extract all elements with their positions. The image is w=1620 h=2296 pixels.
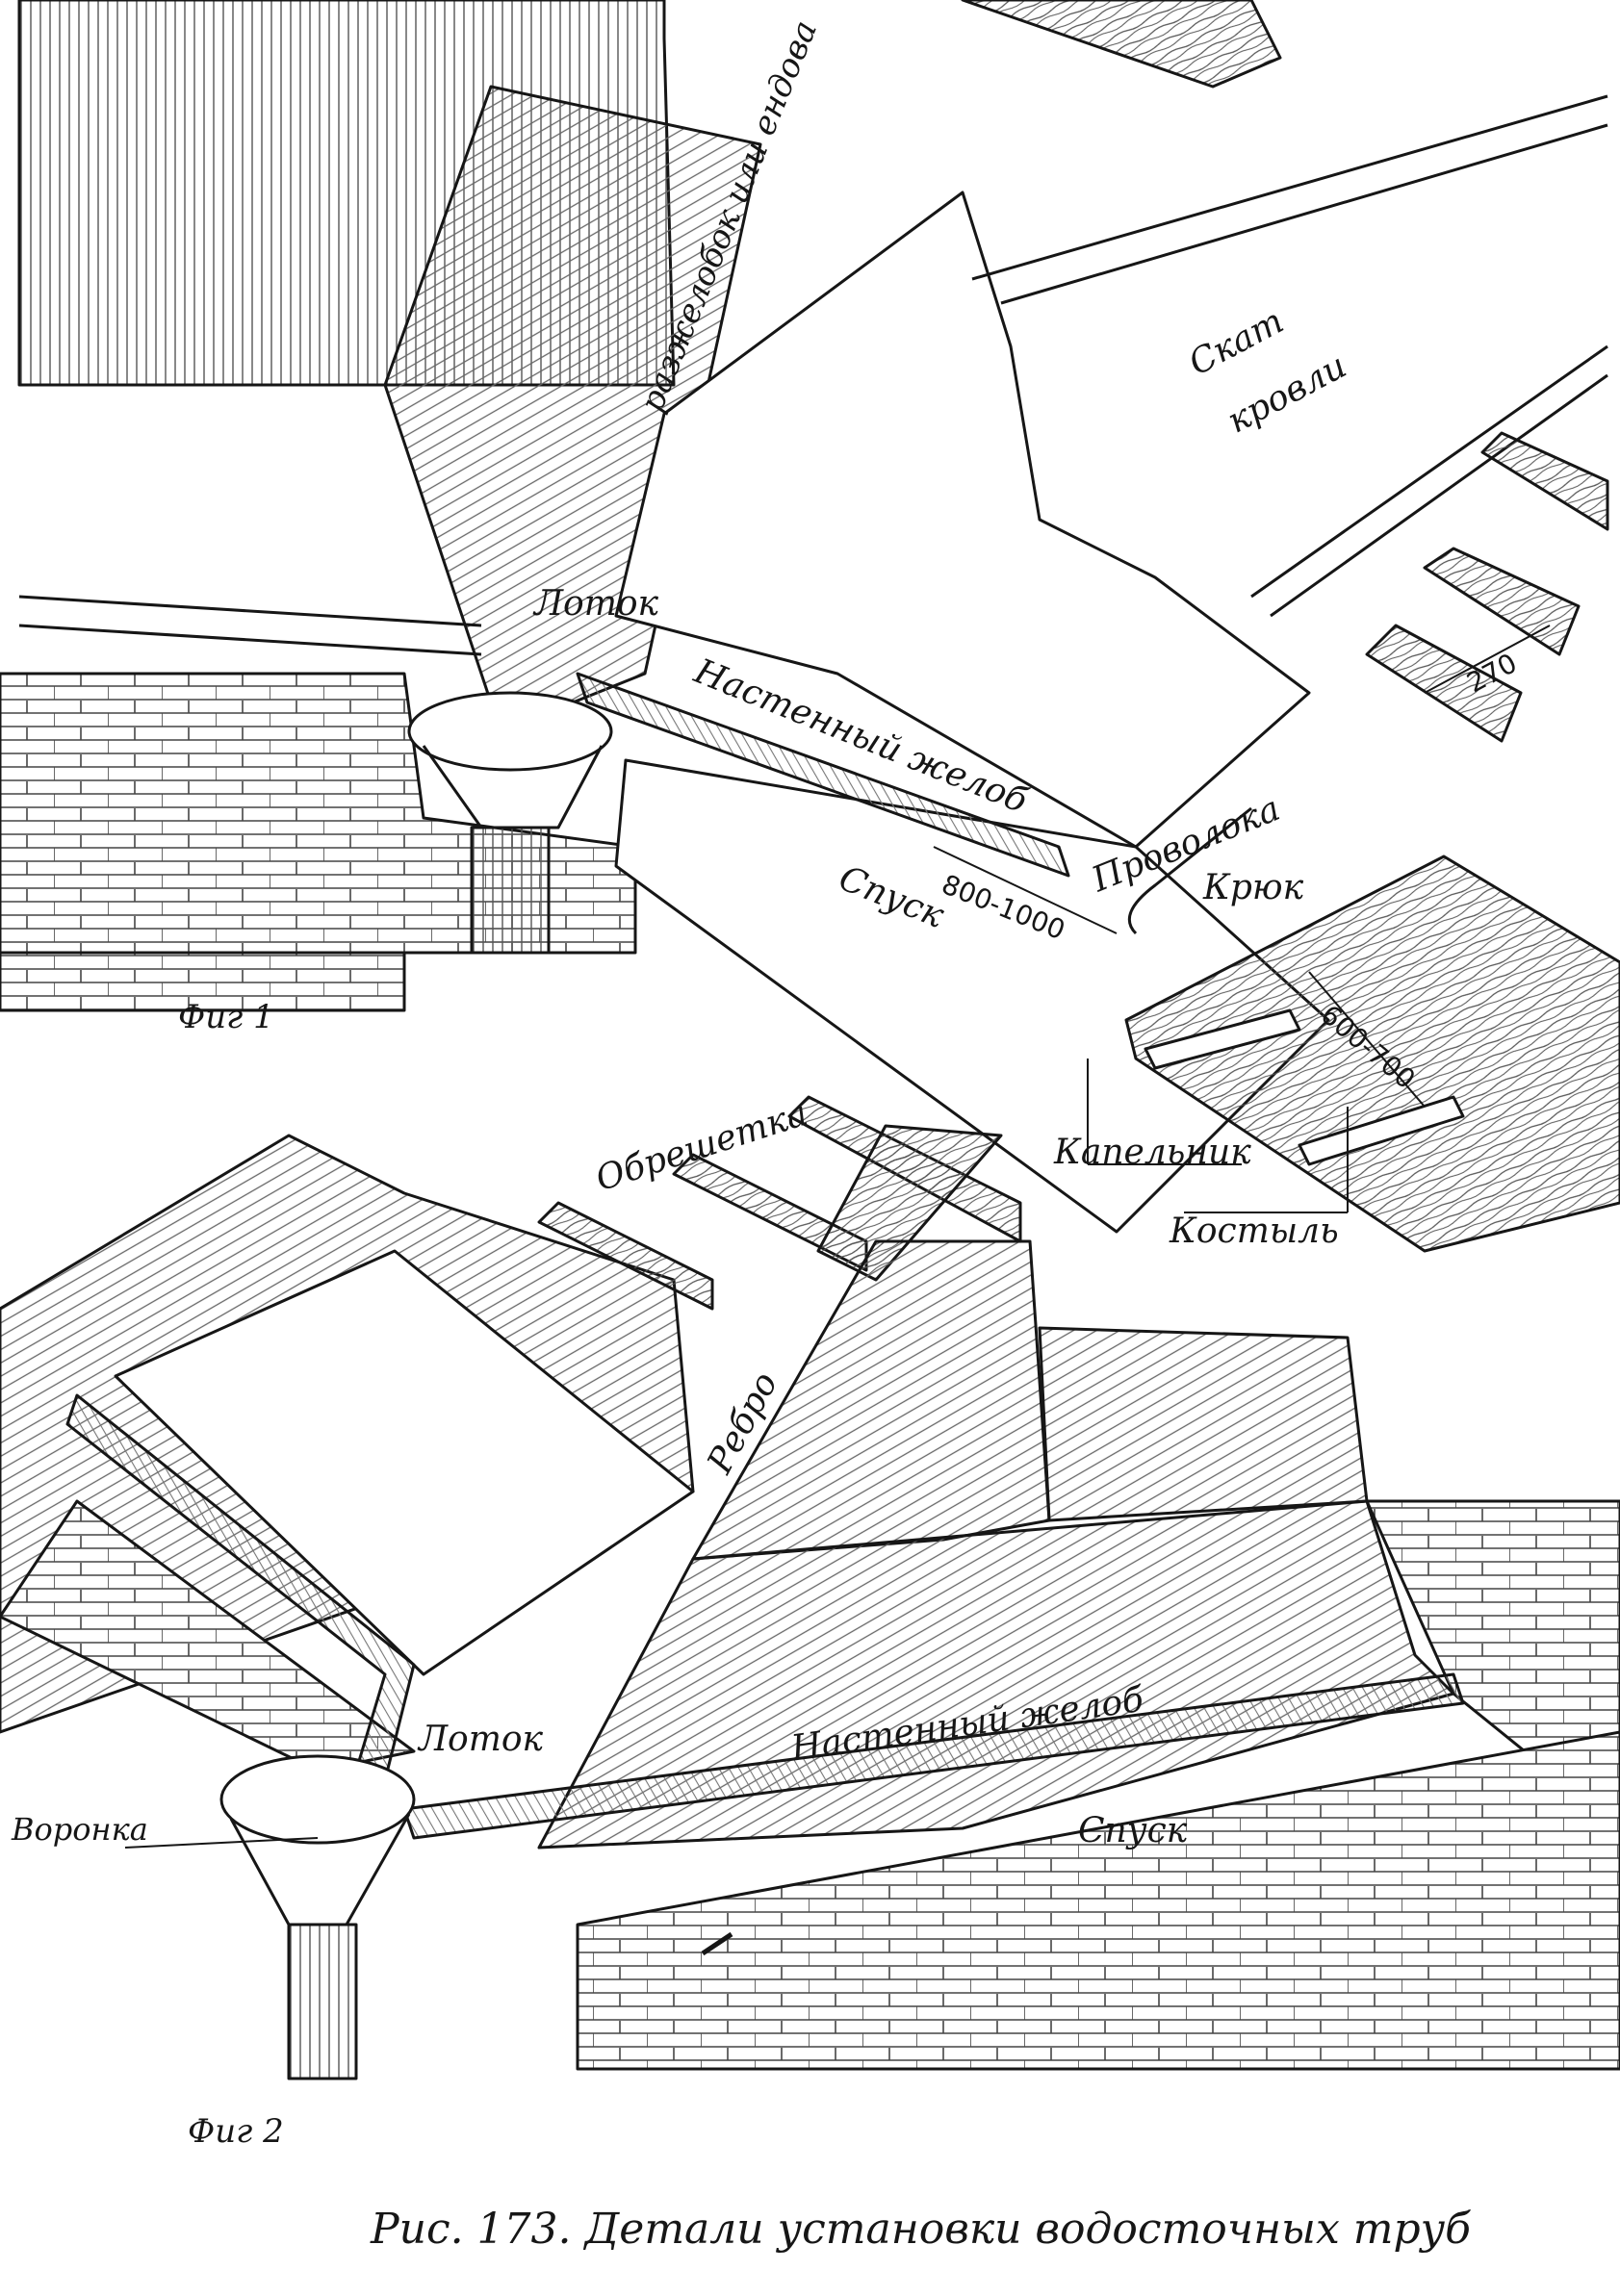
figure2-label: Фиг 2	[188, 2112, 284, 2151]
label-funnel: Воронка	[12, 1811, 148, 1848]
figure-caption: Рис. 173. Детали установки водосточных т…	[371, 2205, 1472, 2254]
fig1-wall-gutter	[576, 672, 1070, 878]
label-tray-fig1: Лоток	[534, 584, 659, 624]
fig2-downpipe	[287, 1923, 358, 2080]
fig1-downpipe	[470, 826, 551, 955]
fig2-lower-roof	[537, 1499, 1455, 1850]
fig1-spusk-sheet	[614, 758, 1330, 1234]
fig1-funnel	[407, 691, 613, 772]
fig1-hook	[1127, 806, 1252, 935]
label-tray-fig2: Лоток	[419, 1720, 544, 1759]
label-slope-fig2: Спуск	[1078, 1811, 1188, 1850]
label-hook: Крюк	[1203, 868, 1304, 907]
label-bracket: Костыль	[1170, 1212, 1339, 1251]
fig2-funnel	[219, 1754, 416, 1845]
figure1-label: Фиг 1	[178, 998, 274, 1036]
fig2-wall-gutter	[402, 1672, 1465, 1840]
fig1-roof-slope	[614, 191, 1311, 849]
fig2-brick-wall	[576, 1730, 1620, 2071]
label-drip-edge: Капельник	[1054, 1133, 1251, 1172]
fig1-eaves-board	[1124, 855, 1620, 1253]
